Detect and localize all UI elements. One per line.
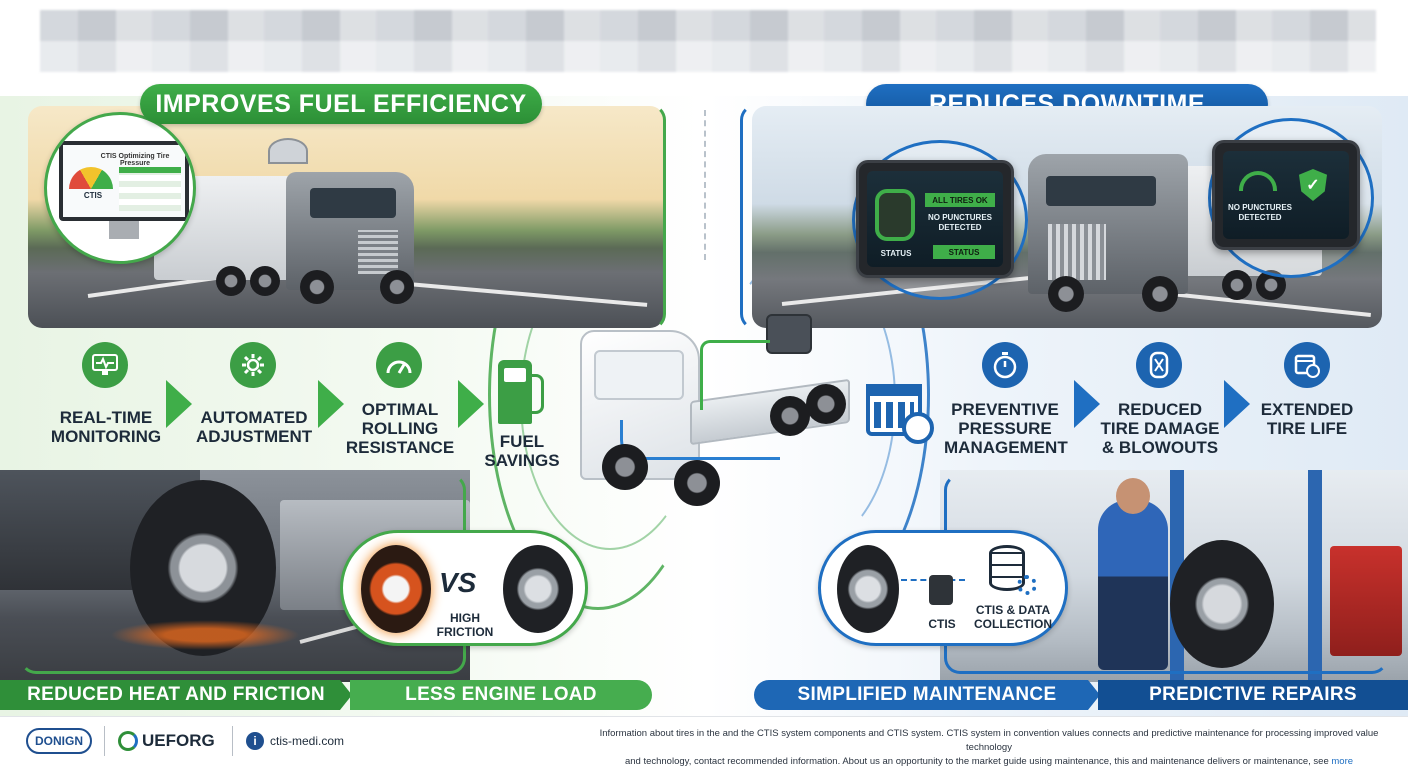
ctis-unit-label: CTIS <box>928 617 956 631</box>
fuel-photo-frame <box>26 104 666 330</box>
footer-divider <box>104 726 105 756</box>
ctis-truck-diagram <box>580 300 850 510</box>
high-friction-label: HIGH FRICTION <box>436 611 494 639</box>
tool-cabinet <box>1330 546 1402 656</box>
air-line-green <box>700 340 770 410</box>
brand-logo-2[interactable]: UEFORG <box>142 731 215 750</box>
gauge-icon <box>376 342 422 388</box>
fuel-efficiency-header: IMPROVES FUEL EFFICIENCY <box>140 84 542 124</box>
center-divider <box>704 110 706 260</box>
footer-more-link[interactable]: more www.mamorgomedia.com. <box>1331 756 1354 767</box>
monitor-stand <box>109 221 139 239</box>
connector-curve-left <box>488 180 708 610</box>
ctis-sensor-icon <box>929 575 953 605</box>
air-line-blue <box>620 420 780 460</box>
calendar-clock-icon-small <box>1284 342 1330 388</box>
pressure-table <box>119 167 181 211</box>
step-optimal-rolling-resistance: OPTIMAL ROLLING RESISTANCE <box>345 400 455 457</box>
step-automated-adjustment: AUTOMATED ADJUSTMENT <box>196 408 313 446</box>
simplified-maintenance-bar: SIMPLIFIED MAINTENANCE <box>754 680 1100 710</box>
footer-info-line-2: and technology, contact recommended info… <box>578 755 1400 768</box>
data-collection-label: CTIS & DATA COLLECTION <box>974 603 1052 631</box>
all-tires-ok-badge: ALL TIRES OK <box>925 193 995 207</box>
step-reduced-tire-damage: REDUCED TIRE DAMAGE & BLOWOUTS <box>1100 400 1220 457</box>
top-banner <box>40 10 1376 72</box>
gear-icon <box>1017 575 1037 595</box>
diagnostics-tablet: ✓ NO PUNCTURES DETECTED <box>1212 140 1360 250</box>
no-punctures-text: NO PUNCTURES DETECTED <box>927 213 992 232</box>
downtime-photo-frame <box>740 104 1382 330</box>
chevron-right-icon <box>458 380 484 428</box>
monitor-title: CTIS Optimizing Tire Pressure <box>100 153 170 167</box>
step-fuel-savings: FUEL SAVINGS <box>484 432 560 470</box>
step-extended-tire-life: EXTENDED TIRE LIFE <box>1260 400 1354 438</box>
footer-info-line-1: Information about tires in the and the C… <box>599 728 1379 753</box>
vs-label: VS <box>439 567 477 598</box>
ctis-control-unit-icon <box>766 314 812 354</box>
pressure-gauge-icon <box>69 167 113 189</box>
calendar-clock-icon <box>866 378 938 444</box>
status-button[interactable]: STATUS <box>933 245 995 259</box>
tire-status-icon <box>875 189 915 241</box>
no-punctures-text-right: NO PUNCTURES DETECTED <box>1227 203 1292 222</box>
tire-icon <box>837 545 899 633</box>
ctis-monitor-callout: CTIS Optimizing Tire Pressure CTIS <box>44 112 196 264</box>
stopwatch-icon <box>982 342 1028 388</box>
footer <box>0 716 1408 768</box>
truck-grille <box>358 230 398 274</box>
mechanic-garage-photo <box>940 470 1408 682</box>
footer-divider <box>232 726 233 756</box>
status-label: STATUS <box>880 249 912 258</box>
gauge-icon-green <box>1239 171 1277 191</box>
step-preventive-pressure-management: PREVENTIVE PRESSURE MANAGEMENT <box>944 400 1068 457</box>
chevron-right-icon <box>1224 380 1250 428</box>
less-engine-load-bar: LESS ENGINE LOAD <box>350 680 652 710</box>
chevron-right-icon <box>1074 380 1100 428</box>
gear-wrench-icon <box>230 342 276 388</box>
tire-damage-icon <box>1136 342 1182 388</box>
monitor-screen: CTIS Optimizing Tire Pressure CTIS <box>59 141 189 221</box>
cool-tire-icon <box>503 545 573 633</box>
hot-tire-icon <box>361 545 431 633</box>
reduced-heat-bar: REDUCED HEAT AND FRICTION <box>0 680 352 710</box>
footer-site-link[interactable]: ctis-medi.com <box>270 734 345 748</box>
brand-logo-1[interactable]: DONIGN <box>26 728 92 754</box>
shield-check-icon: ✓ <box>1299 169 1327 201</box>
gauge-label: CTIS <box>83 191 103 200</box>
info-icon: i <box>246 732 264 750</box>
recycle-logo-icon <box>118 731 138 751</box>
footer-info-text: Information about tires in the and the C… <box>578 727 1400 768</box>
chevron-right-icon <box>166 380 192 428</box>
truck-tire <box>1170 540 1274 668</box>
truck-windshield <box>310 188 396 218</box>
ctis-data-collection: CTIS CTIS & DATA COLLECTION <box>818 530 1068 646</box>
satellite-dish-icon <box>268 138 308 164</box>
mechanic <box>1098 500 1168 670</box>
step-real-time-monitoring: REAL-TIME MONITORING <box>50 408 162 446</box>
friction-comparison: VS HIGH FRICTION <box>340 530 588 646</box>
chevron-right-icon <box>318 380 344 428</box>
fuel-pump-icon <box>498 360 548 426</box>
predictive-repairs-bar: PREDICTIVE REPAIRS <box>1098 680 1408 710</box>
status-tablet: ALL TIRES OK NO PUNCTURES DETECTED STATU… <box>856 160 1014 278</box>
monitor-pulse-icon <box>82 342 128 388</box>
